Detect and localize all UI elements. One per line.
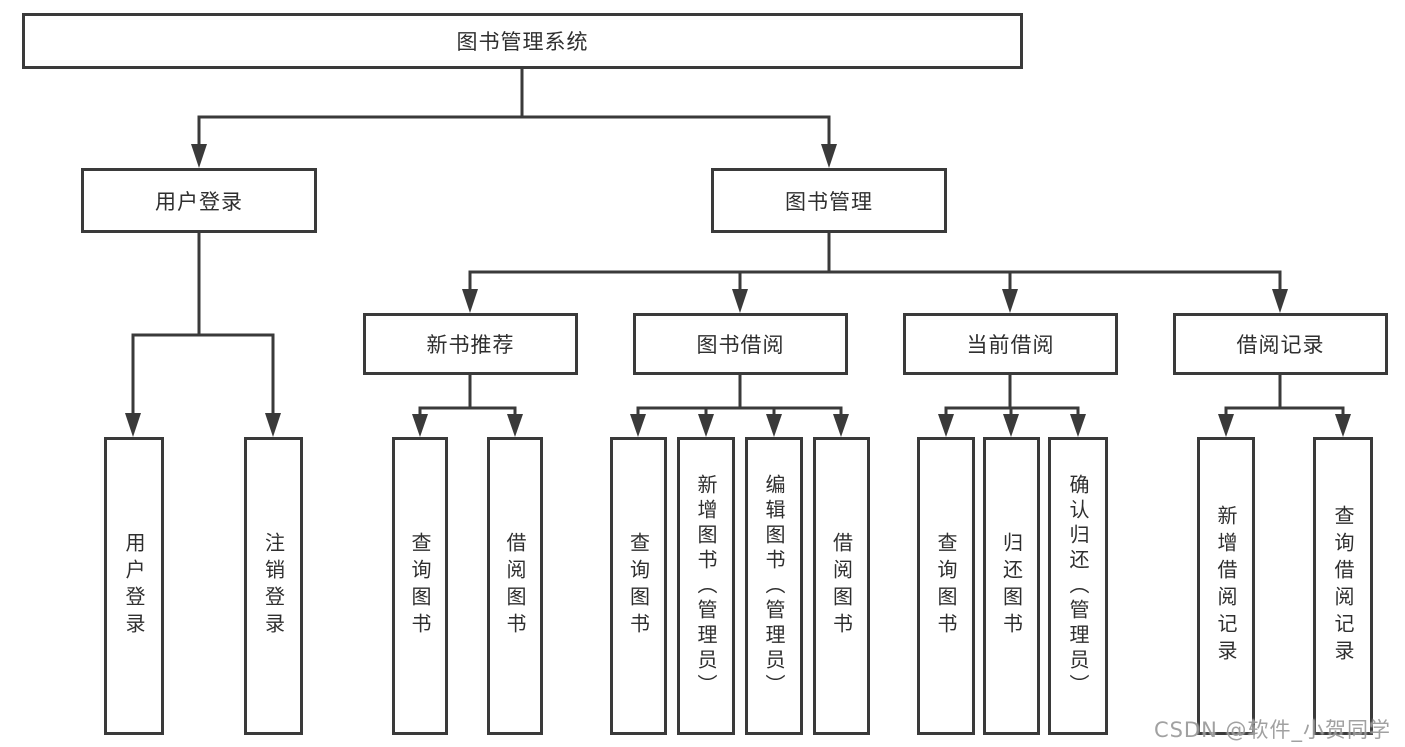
node-borrow-record: 借阅记录 <box>1173 313 1388 375</box>
csdn-watermark: CSDN @软件_小贺同学 <box>1153 718 1391 742</box>
leaf-user-login: 用户登录 <box>104 437 164 735</box>
leaf-return-book: 归还图书 <box>983 437 1040 735</box>
node-library-system: 图书管理系统 <box>22 13 1023 69</box>
leaf-query-borrow-record: 查询借阅记录 <box>1313 437 1373 735</box>
leaf-query-book-current: 查询图书 <box>917 437 975 735</box>
node-book-borrow: 图书借阅 <box>633 313 848 375</box>
node-current-borrow: 当前借阅 <box>903 313 1118 375</box>
node-user-login: 用户登录 <box>81 168 317 233</box>
leaf-confirm-return-admin: 确认归还（管理员） <box>1048 437 1108 735</box>
leaf-add-book-admin: 新增图书（管理员） <box>677 437 735 735</box>
leaf-logout: 注销登录 <box>244 437 303 735</box>
leaf-add-borrow-record: 新增借阅记录 <box>1197 437 1255 735</box>
leaf-borrow-book: 借阅图书 <box>813 437 870 735</box>
node-book-management: 图书管理 <box>711 168 947 233</box>
leaf-query-book-borrow: 查询图书 <box>610 437 667 735</box>
leaf-edit-book-admin: 编辑图书（管理员） <box>745 437 803 735</box>
leaf-query-book-recommend: 查询图书 <box>392 437 448 735</box>
leaf-borrow-book-recommend: 借阅图书 <box>487 437 543 735</box>
node-new-book-recommend: 新书推荐 <box>363 313 578 375</box>
